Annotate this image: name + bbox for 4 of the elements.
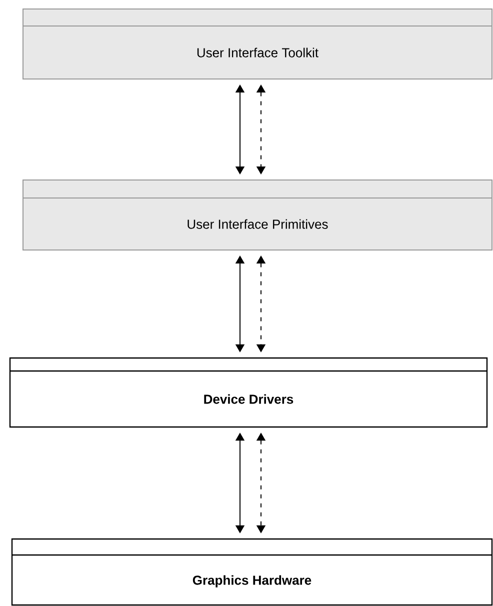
layer-box: Device Drivers: [9, 357, 488, 428]
hatched-layer-box: User Interface Toolkit: [22, 8, 492, 80]
layer-box: Graphics Hardware: [11, 538, 493, 606]
hatched-layer-box: User Interface Primitives: [22, 180, 492, 250]
